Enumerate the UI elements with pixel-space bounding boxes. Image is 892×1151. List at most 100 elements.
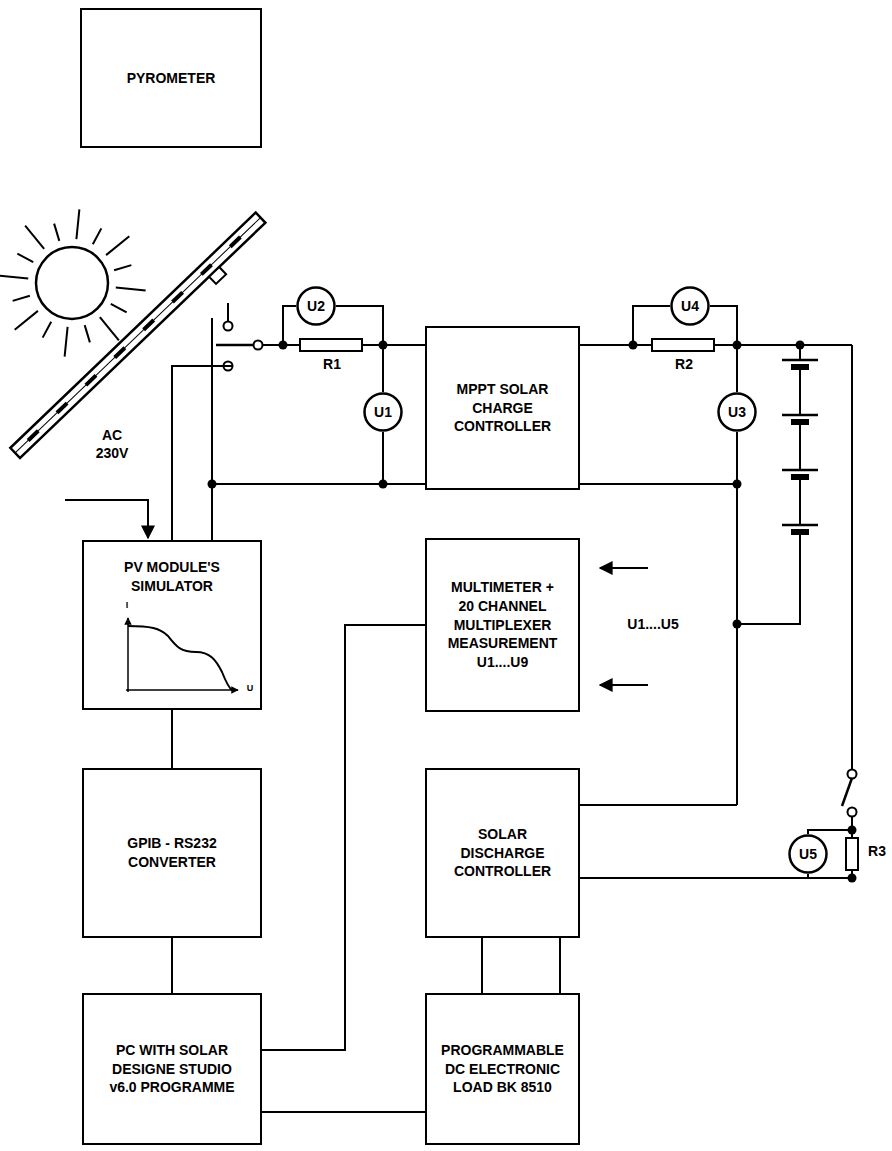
meter-circle-outline [365,394,402,431]
junction-dot [796,341,805,350]
signal-label: U1....U5 [608,615,698,633]
junction-dot [733,620,742,629]
connector-line [171,710,173,768]
wire [633,306,670,345]
resistor-symbol [652,339,714,351]
process-box: PROGRAMMABLE DC ELECTRONIC LOAD BK 8510 [425,993,580,1145]
sun-ray [114,265,131,270]
sun-ray [25,226,44,249]
process-box: GPIB - RS232 CONVERTER [82,768,262,938]
wire [799,422,801,470]
sun-ray [85,325,90,342]
switch-contact [848,770,857,779]
wire [362,344,425,346]
sun-ray [17,254,33,263]
meter-circle: U4 [670,286,710,326]
panel-cell [27,429,40,442]
axis-label: I [120,600,134,612]
connector-line [262,1111,425,1113]
box-label: MULTIMETER + 20 CHANNEL MULTIPLEXER MEAS… [443,578,563,672]
axis-label: U [243,683,257,695]
process-box: MULTIMETER + 20 CHANNEL MULTIPLEXER MEAS… [425,538,580,712]
sun-ray [76,209,79,239]
box-label: MPPT SOLAR CHARGE CONTROLLER [438,380,568,437]
meter-label: U2 [307,297,325,316]
sun-ray [93,228,102,244]
wire [580,877,852,879]
resistor-label: R3 [864,842,890,860]
meter-circle-outline [298,288,335,325]
switch-contact [848,808,857,817]
box-label: PROGRAMMABLE DC ELECTRONIC LOAD BK 8510 [438,1041,568,1098]
sun-symbol [0,209,146,356]
wire [336,306,383,345]
box-label: PC WITH SOLAR DESIGNE STUDIO v6.0 PROGRA… [107,1041,237,1098]
wire [580,344,652,346]
sun-ray [13,296,30,301]
measurement-arrow [600,684,648,686]
sun-disc [36,247,108,319]
resistor-label: R1 [314,355,350,373]
meter-circle: U5 [788,834,828,874]
battery-plate [782,524,818,527]
wire [799,477,801,525]
resistor-label: R2 [666,355,702,373]
wire [283,306,296,345]
box-label: PV MODULE'S SIMULATOR [97,558,247,596]
graph-axis [126,689,238,691]
sun-ray [106,236,129,255]
wire [382,345,384,392]
switch-contact [224,322,233,331]
meter-label: U3 [728,403,746,422]
wire [737,530,800,624]
sun-ray [111,304,127,313]
connector-line [481,938,483,993]
sun-ray [54,224,59,241]
wire [710,306,737,345]
iv-curve [128,626,232,690]
battery-plate [782,469,818,472]
wire [382,432,384,484]
meter-label: U4 [681,297,699,316]
wire [211,318,213,540]
wire [736,345,738,392]
solar-panel [10,213,272,466]
box-label: PYROMETER [127,69,216,88]
process-box: PV MODULE'S SIMULATOR [82,540,262,710]
meter-circle: U1 [363,392,403,432]
wire [580,483,737,485]
connector-line [559,938,561,993]
junction-dot [848,874,857,883]
junction-dot [733,341,742,350]
sun-ray [65,327,68,357]
junction-dot [733,480,742,489]
junction-dot [279,341,288,350]
panel-cell [85,374,98,387]
panel-cell [229,236,242,249]
panel-cell-line [15,218,260,453]
resistor-symbol [300,339,362,351]
wire [808,830,852,834]
sun-ray [100,317,119,340]
switch-pivot [254,341,263,350]
meter-label: U5 [799,845,817,864]
meter-circle-outline [672,288,709,325]
graph-axis [127,618,129,692]
process-box: PC WITH SOLAR DESIGNE STUDIO v6.0 PROGRA… [82,993,262,1145]
sun-ray [0,276,28,279]
instrument-box: PYROMETER [80,8,262,148]
resistor-symbol [846,838,858,870]
wire [580,804,737,806]
process-box: SOLAR DISCHARGE CONTROLLER [425,768,580,938]
panel-cell [113,346,126,359]
junction-dot [629,341,638,350]
wire [799,367,801,415]
switch-blade [216,344,253,347]
sun-ray [43,322,52,338]
process-box: MPPT SOLAR CHARGE CONTROLLER [425,326,580,490]
wire [172,366,232,540]
connector-line [171,938,173,993]
meter-circle-outline [790,836,827,873]
